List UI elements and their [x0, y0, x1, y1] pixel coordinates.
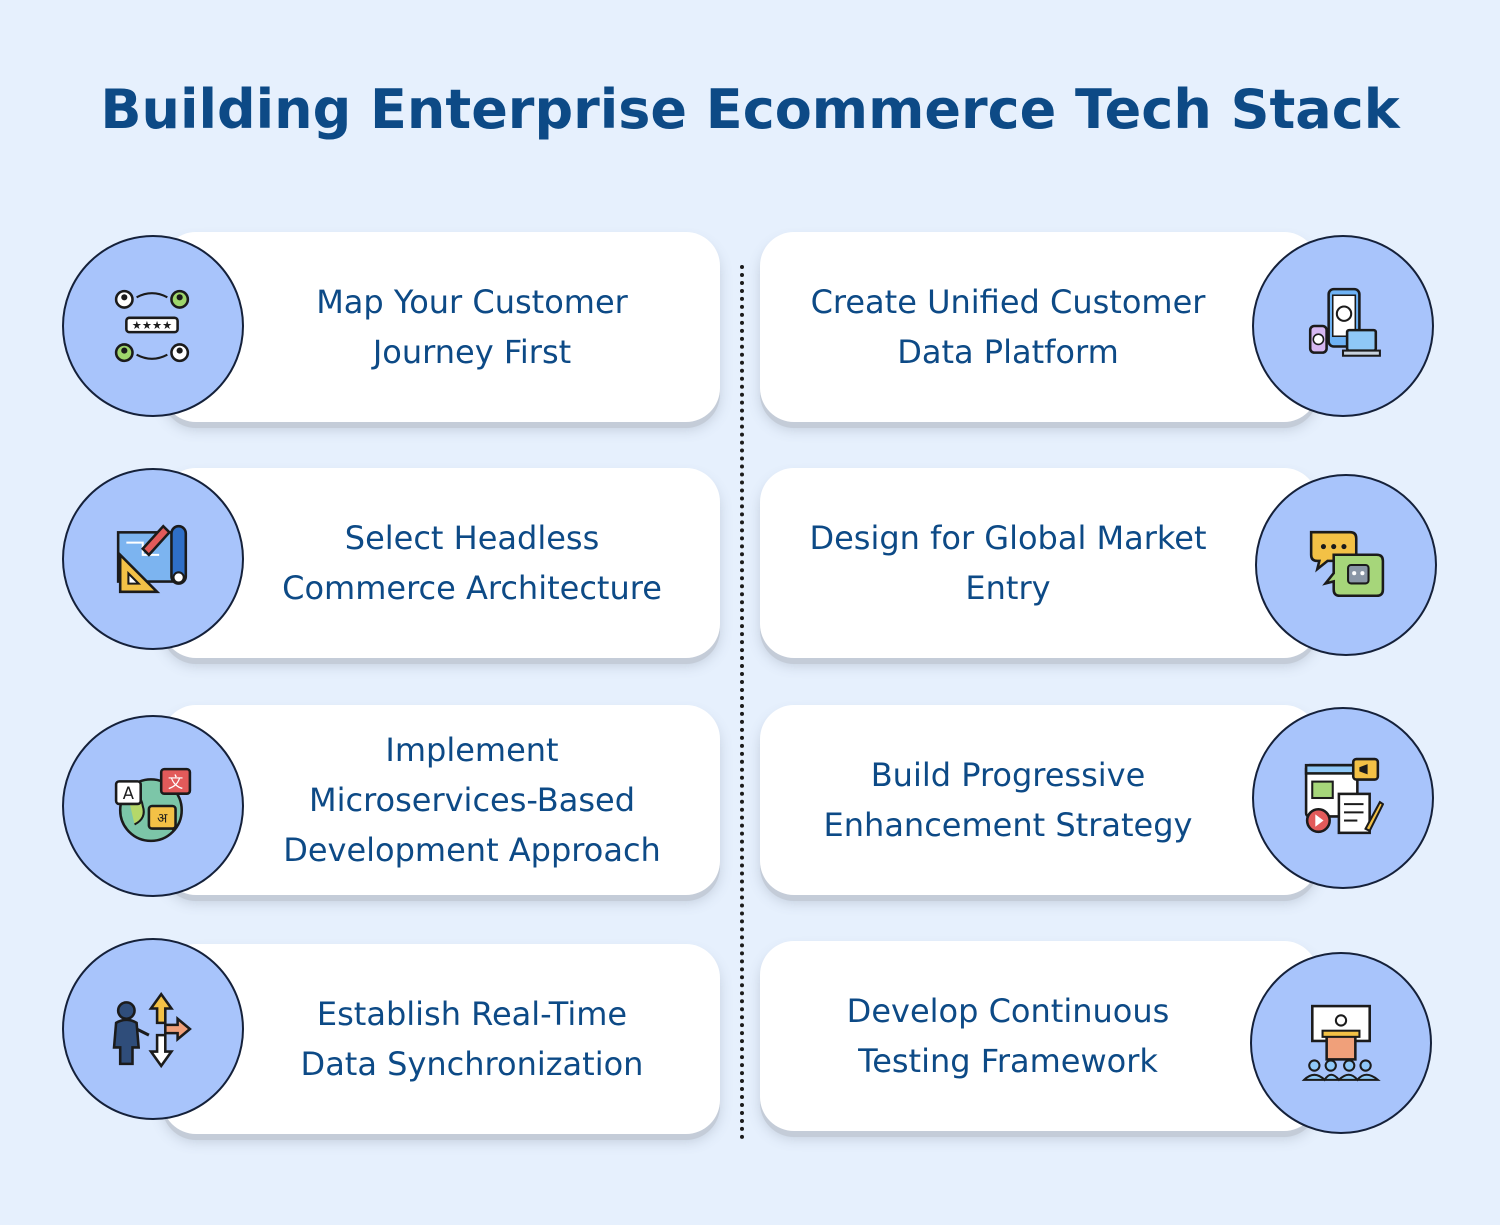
step-circle-5: A 文 अ	[62, 715, 244, 897]
step-label-1: Map Your Customer Journey First	[316, 283, 628, 371]
step-label-3: Select Headless Commerce Architecture	[282, 519, 662, 607]
step-card-2: Create Unified Customer Data Platform	[760, 232, 1318, 422]
step-label-6: Build Progressive Enhancement Strategy	[823, 756, 1193, 844]
decision-arrows-icon	[112, 991, 192, 1069]
svg-text:文: 文	[168, 774, 183, 792]
step-circle-7	[62, 938, 244, 1120]
step-card-6: Build Progressive Enhancement Strategy	[760, 705, 1318, 895]
step-label-8: Develop Continuous Testing Framework	[846, 992, 1170, 1080]
center-divider	[740, 265, 744, 1140]
step-circle-3	[62, 468, 244, 650]
page-title: Building Enterprise Ecommerce Tech Stack	[100, 78, 1400, 141]
chat-bubbles-icon	[1309, 530, 1385, 598]
step-circle-4	[1255, 474, 1437, 656]
step-circle-6	[1252, 707, 1434, 889]
step-circle-8	[1250, 952, 1432, 1134]
step-circle-1: ★★★★	[62, 235, 244, 417]
step-circle-2	[1252, 235, 1434, 417]
content-media-icon	[1304, 757, 1384, 835]
step-card-1: Map Your Customer Journey First	[162, 232, 720, 422]
customer-journey-icon: ★★★★	[114, 289, 190, 363]
step-card-3: Select Headless Commerce Architecture	[162, 468, 720, 658]
step-card-4: Design for Global Market Entry	[760, 468, 1318, 658]
svg-text:अ: अ	[157, 811, 168, 826]
step-card-7: Establish Real-Time Data Synchronization	[162, 944, 720, 1134]
svg-text:A: A	[123, 784, 135, 803]
architecture-blueprint-icon	[116, 524, 188, 594]
presentation-audience-icon	[1301, 1004, 1381, 1082]
step-label-5: Implement Microservices-Based Developmen…	[283, 731, 661, 869]
svg-text:★★★★: ★★★★	[132, 319, 172, 332]
step-label-4: Design for Global Market Entry	[809, 519, 1207, 607]
step-card-5: Implement Microservices-Based Developmen…	[162, 705, 720, 895]
step-card-8: Develop Continuous Testing Framework	[760, 941, 1318, 1131]
devices-data-icon	[1308, 287, 1381, 357]
step-label-7: Establish Real-Time Data Synchronization	[300, 995, 644, 1083]
globe-translation-icon: A 文 अ	[114, 767, 192, 843]
step-label-2: Create Unified Customer Data Platform	[810, 283, 1206, 371]
